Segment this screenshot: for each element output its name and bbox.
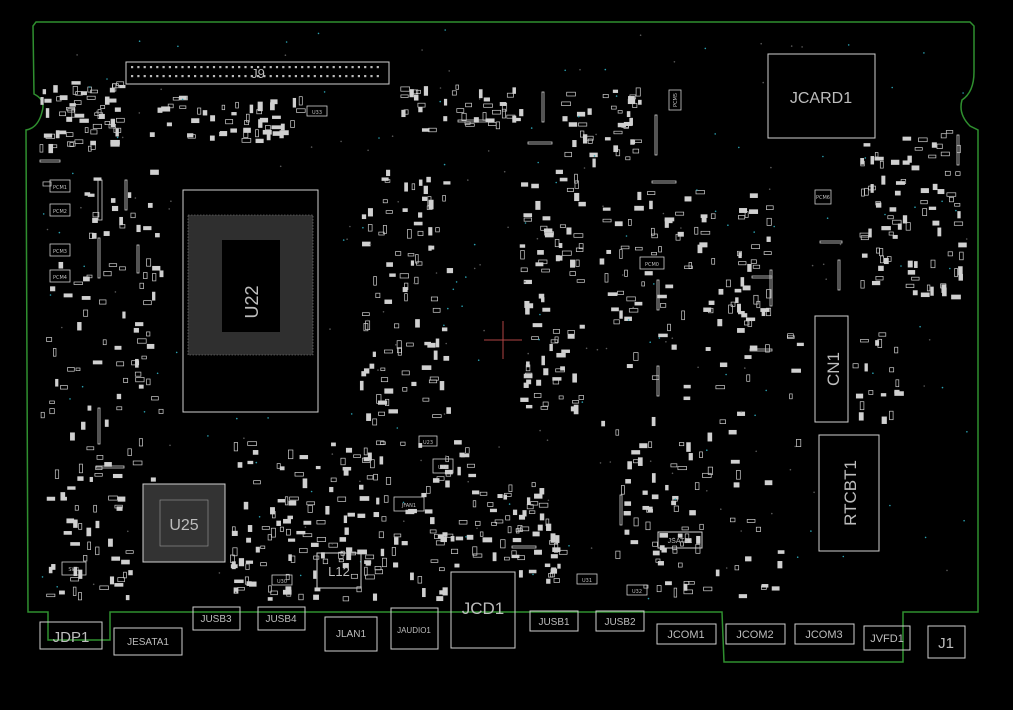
- label-pcm3: PCM3: [53, 249, 67, 255]
- label-jfan1: JFAN1: [401, 503, 416, 509]
- connector-jvfd1: JVFD1: [863, 625, 911, 651]
- inductor-l12: L12: [316, 552, 362, 589]
- connector-jusb4: JUSB4: [257, 606, 306, 631]
- connector-jfan1: JFAN1: [393, 496, 425, 512]
- chip-pcm1: PCM1: [49, 179, 71, 193]
- label-jusb2: JUSB2: [604, 617, 636, 628]
- chip-pcm4: PCM4: [49, 269, 71, 283]
- label-jcom1: JCOM1: [667, 629, 704, 641]
- battery-rtcbt1: RTCBT1: [818, 434, 880, 552]
- label-jdp1: JDP1: [53, 629, 90, 646]
- label-pcm5: PCM5: [673, 93, 679, 107]
- chip-u33: U33: [306, 105, 328, 117]
- connector-jusb3: JUSB3: [192, 606, 241, 631]
- label-jcom2: JCOM2: [736, 629, 773, 641]
- chip-pcm2: PCM2: [49, 203, 71, 217]
- connector-jdp1: JDP1: [39, 621, 103, 650]
- label-u31: U31: [582, 578, 592, 584]
- origin-crosshair: [484, 321, 522, 359]
- label-pcm2: PCM2: [53, 209, 67, 215]
- label-l12: L12: [328, 564, 350, 579]
- label-jusb3: JUSB3: [200, 614, 232, 625]
- label-j9: J9: [251, 66, 265, 81]
- label-rtcbt1: RTCBT1: [841, 460, 860, 526]
- connector-jcd1: JCD1: [450, 571, 516, 649]
- label-jcard1: JCARD1: [790, 90, 852, 107]
- label-pcm4: PCM4: [53, 275, 67, 281]
- label-jusb1: JUSB1: [538, 617, 570, 628]
- chip-u23: U23: [418, 435, 438, 447]
- label-sw1: SW1: [68, 567, 79, 573]
- label-jusb4: JUSB4: [265, 614, 297, 625]
- label-u22: U22: [242, 285, 262, 318]
- header-j9: J9: [125, 61, 390, 85]
- connector-jusb1: JUSB1: [529, 610, 579, 632]
- via-dots: [41, 29, 968, 600]
- chip-u24: U24: [432, 458, 454, 474]
- label-u32: U32: [632, 589, 642, 595]
- label-jaudio1: JAUDIO1: [397, 626, 431, 635]
- label-u23: U23: [423, 440, 433, 446]
- label-jcd1: JCD1: [462, 599, 505, 618]
- chip-pcm5: PCM5: [668, 89, 682, 111]
- connector-jesata1: JESATA1: [113, 627, 183, 656]
- chip-u30: U30: [271, 574, 293, 586]
- label-u30: U30: [277, 579, 287, 585]
- connector-cn1: CN1: [814, 315, 849, 423]
- chip-pcm6: PCM6: [814, 189, 832, 205]
- label-u25: U25: [169, 517, 198, 534]
- connector-jcom2: JCOM2: [725, 623, 786, 645]
- connector-jusb2: JUSB2: [595, 610, 645, 632]
- label-jlan1: JLAN1: [336, 629, 366, 640]
- label-pcm0: PCM0: [645, 262, 659, 268]
- label-jvfd1: JVFD1: [870, 633, 904, 645]
- label-pcm1: PCM1: [53, 185, 67, 191]
- label-jesata1: JESATA1: [127, 637, 169, 648]
- socket-u22: U22: [182, 189, 319, 413]
- slot-jcard1: JCARD1: [767, 53, 876, 139]
- label-u33: U33: [312, 110, 322, 116]
- connector-jcom1: JCOM1: [656, 623, 717, 645]
- label-cn1: CN1: [824, 352, 843, 386]
- connector-j1: J1: [927, 625, 966, 659]
- chip-pcm0: PCM0: [639, 256, 665, 270]
- connector-jaudio1: JAUDIO1: [390, 607, 439, 650]
- connector-jsata1: JSATA1: [657, 531, 703, 549]
- board-outline: [25, 21, 979, 663]
- connector-jcom3: JCOM3: [794, 623, 855, 645]
- smd-components: [39, 81, 967, 602]
- label-pcm6: PCM6: [816, 195, 830, 201]
- chip-u32: U32: [626, 584, 648, 596]
- label-u24: U24: [438, 465, 448, 471]
- chip-u25: U25: [142, 483, 226, 563]
- chip-pcm3: PCM3: [49, 243, 71, 257]
- label-j1: J1: [938, 635, 954, 652]
- connector-jlan1: JLAN1: [324, 616, 378, 652]
- label-jsata1: JSATA1: [668, 538, 693, 545]
- chip-u31: U31: [576, 573, 598, 585]
- switch-sw1: SW1: [61, 561, 87, 576]
- label-jcom3: JCOM3: [805, 629, 842, 641]
